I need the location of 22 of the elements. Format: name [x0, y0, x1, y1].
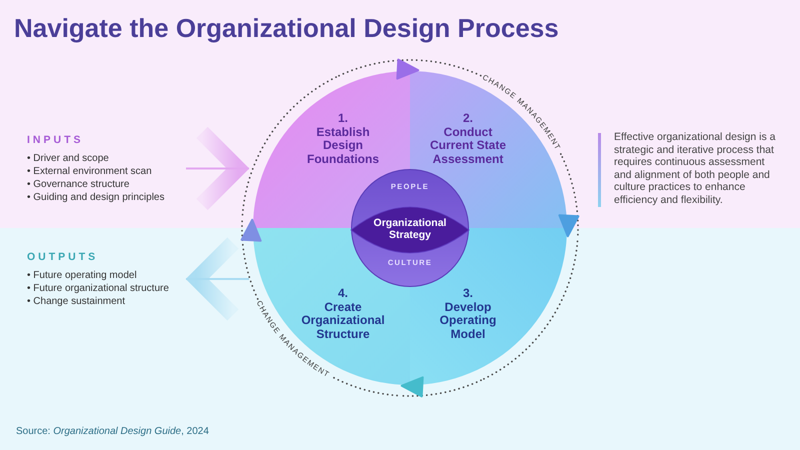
- source-note: Source: Organizational Design Guide, 2024: [16, 425, 209, 438]
- chevron-arrow: [186, 235, 249, 323]
- list-item: • Driver and scope: [27, 152, 109, 165]
- page-title: Navigate the Organizational Design Process: [14, 12, 559, 44]
- list-item: • Change sustainment: [27, 295, 126, 308]
- cycle-arrow: [241, 218, 263, 300]
- chevron-arrow: [186, 124, 249, 212]
- list-item: • Guiding and design principles: [27, 191, 164, 204]
- cycle-arrow: [557, 156, 579, 238]
- core-title: Organizational Strategy: [372, 217, 448, 241]
- cycle-arrow: [338, 59, 420, 81]
- list-item: • Future operating model: [27, 269, 137, 282]
- step-title: 3. Develop Operating Model: [438, 287, 498, 341]
- list-item: • Future organizational structure: [27, 282, 169, 295]
- list-item: • External environment scan: [27, 165, 152, 178]
- step-title: 1. Establish Design Foundations: [306, 112, 380, 166]
- cycle-arrow: [400, 375, 482, 397]
- section-heading: INPUTS: [27, 133, 84, 147]
- description-text: Effective organizational design is a strategic and iterative process that requires continuous assessment and alignment of both people and culture practices to enhance efficiency and flexibility.: [614, 131, 776, 207]
- section-heading: OUTPUTS: [27, 250, 98, 264]
- step-title: 2. Conduct Current State Assessment: [428, 112, 507, 166]
- list-item: • Governance structure: [27, 178, 130, 191]
